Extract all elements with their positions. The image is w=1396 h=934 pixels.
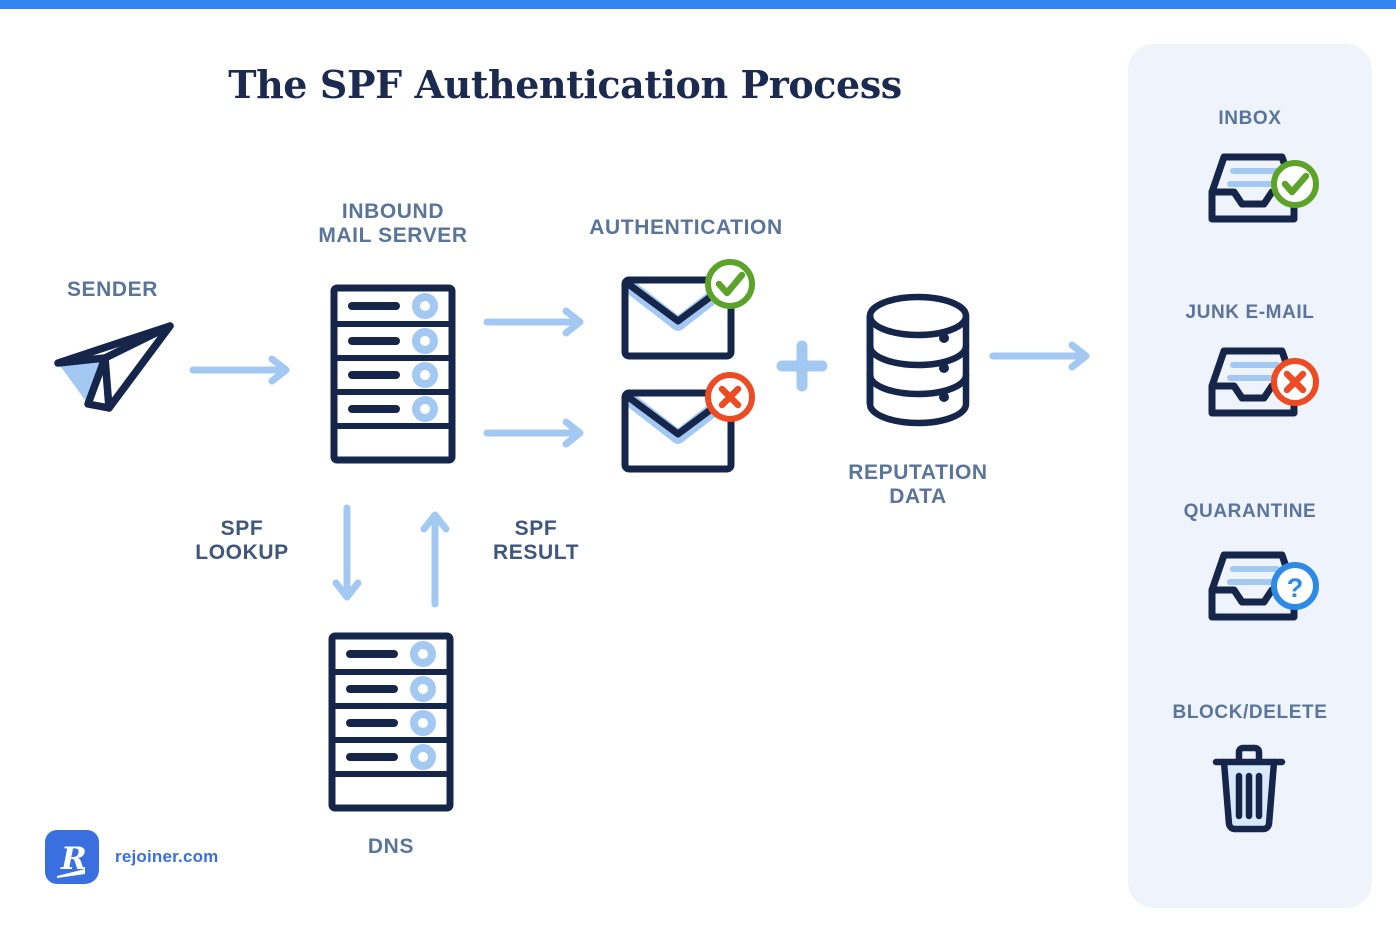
svg-text:?: ? <box>1287 573 1304 603</box>
logo-letter-r-icon: R <box>57 841 87 878</box>
plus-icon <box>776 340 828 392</box>
spf-lookup-label: SPF LOOKUP <box>195 517 289 564</box>
logo-text: rejoiner.com <box>115 847 219 866</box>
arrow-server-to-fail-envelope-icon <box>483 418 590 448</box>
top-accent-bar <box>0 0 1396 9</box>
arrow-reputation-to-results-icon <box>989 341 1096 371</box>
branding-logo[interactable]: R rejoiner.com <box>45 830 275 890</box>
result-label-junk-email: JUNK E-MAIL <box>1185 302 1315 323</box>
envelope-pass-icon <box>620 259 756 362</box>
result-label-inbox: INBOX <box>1218 108 1282 129</box>
server-rack-icon <box>330 284 456 464</box>
authentication-label: AUTHENTICATION <box>589 216 783 239</box>
arrow-up-icon <box>418 505 452 608</box>
arrow-sender-to-mail-server-icon <box>189 355 296 385</box>
paper-plane-icon <box>48 316 180 414</box>
result-label-block-delete: BLOCK/DELETE <box>1172 702 1328 723</box>
dns-server-rack-icon <box>328 632 454 812</box>
inbound-mail-server-label: INBOUND MAIL SERVER <box>318 200 468 247</box>
spf-result-label: SPF RESULT <box>492 517 580 564</box>
trash-can-icon <box>1208 740 1290 833</box>
result-label-quarantine: QUARANTINE <box>1183 501 1317 522</box>
page-title: The SPF Authentication Process <box>228 62 902 107</box>
inbox-tray-icon <box>1200 148 1319 228</box>
arrow-down-icon <box>330 504 364 607</box>
sender-label: SENDER <box>66 278 159 301</box>
reputation-data-label: REPUTATION DATA <box>848 461 988 508</box>
envelope-fail-icon <box>620 372 756 475</box>
database-icon <box>862 292 974 428</box>
quarantine-tray-icon: ? <box>1200 546 1319 626</box>
dns-label: DNS <box>367 835 415 858</box>
junk-tray-icon <box>1200 342 1319 422</box>
arrow-server-to-pass-envelope-icon <box>483 307 590 337</box>
